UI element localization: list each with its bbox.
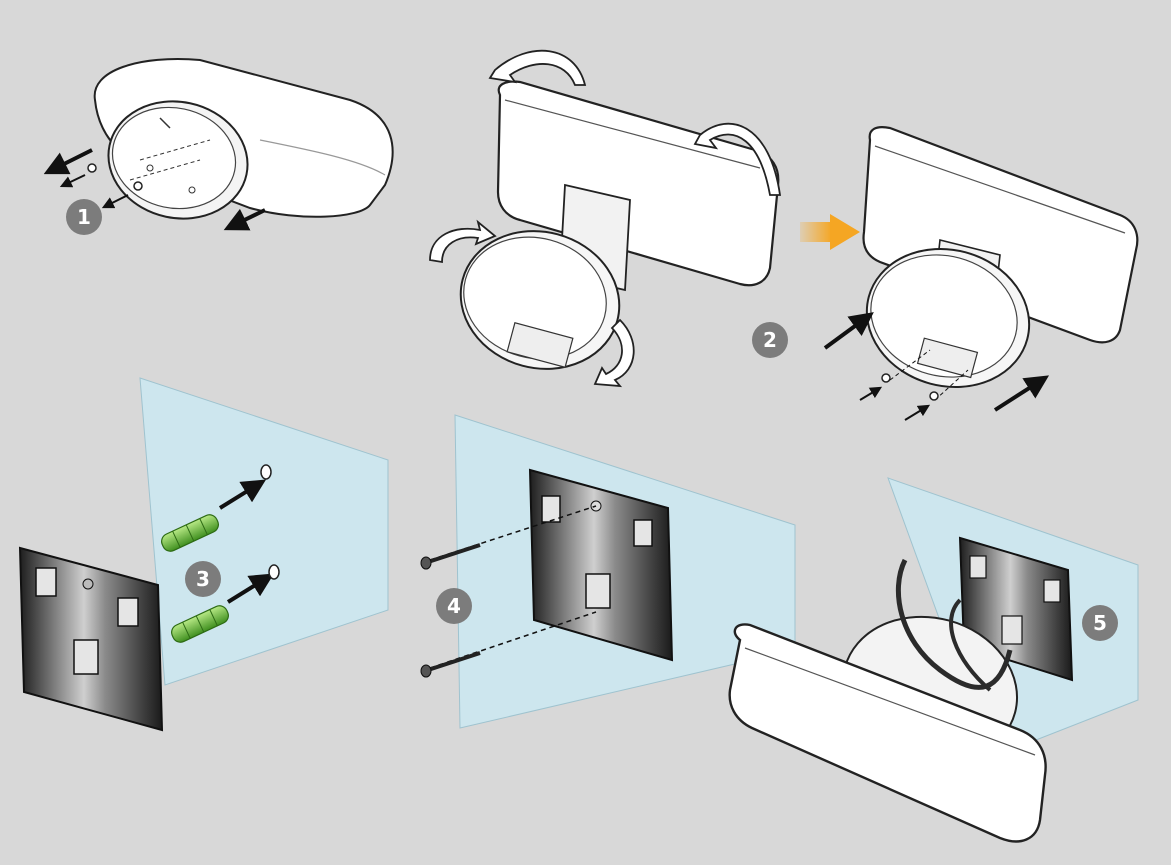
step-3-bracket [20,548,162,730]
step-2-device-reattached [851,127,1137,405]
step-3-badge: 3 [185,561,221,597]
step-4-badge: 4 [436,588,472,624]
step-1-device-with-base [95,59,393,231]
step-5-badge: 5 [1082,605,1118,641]
step-2-badge: 2 [752,322,788,358]
step-1-badge: 1 [66,199,102,235]
step-2-transition-arrow [800,214,860,250]
